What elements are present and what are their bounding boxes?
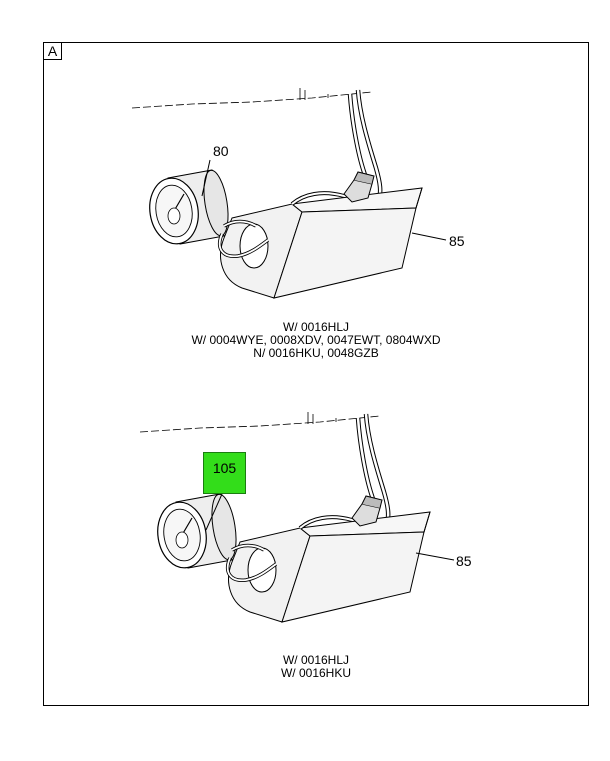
bracket-callout: 85 bbox=[456, 553, 472, 569]
bracket-callout: 85 bbox=[449, 233, 465, 249]
condition-line: N/ 0016HKU, 0048GZB bbox=[253, 346, 379, 360]
view-conditions: W/ 0016HLJ W/ 0004WYE, 0008XDV, 0047EWT,… bbox=[43, 321, 589, 360]
condition-line: W/ 0016HLJ bbox=[282, 320, 350, 334]
gauge-assembly-upper bbox=[132, 88, 422, 298]
condition-line: W/ 0016HKU bbox=[280, 666, 352, 680]
frame-label: A bbox=[43, 42, 62, 60]
condition-line: W/ 0004WYE, 0008XDV, 0047EWT, 0804WXD bbox=[191, 333, 441, 347]
diagram-frame bbox=[43, 42, 589, 706]
gauge-callout: 80 bbox=[213, 143, 229, 159]
highlighted-gauge-callout[interactable]: 105 bbox=[203, 452, 246, 494]
gauge-assembly-lower bbox=[140, 412, 430, 622]
view-conditions: W/ 0016HLJ W/ 0016HKU bbox=[43, 654, 589, 680]
condition-line: W/ 0016HLJ bbox=[282, 653, 350, 667]
